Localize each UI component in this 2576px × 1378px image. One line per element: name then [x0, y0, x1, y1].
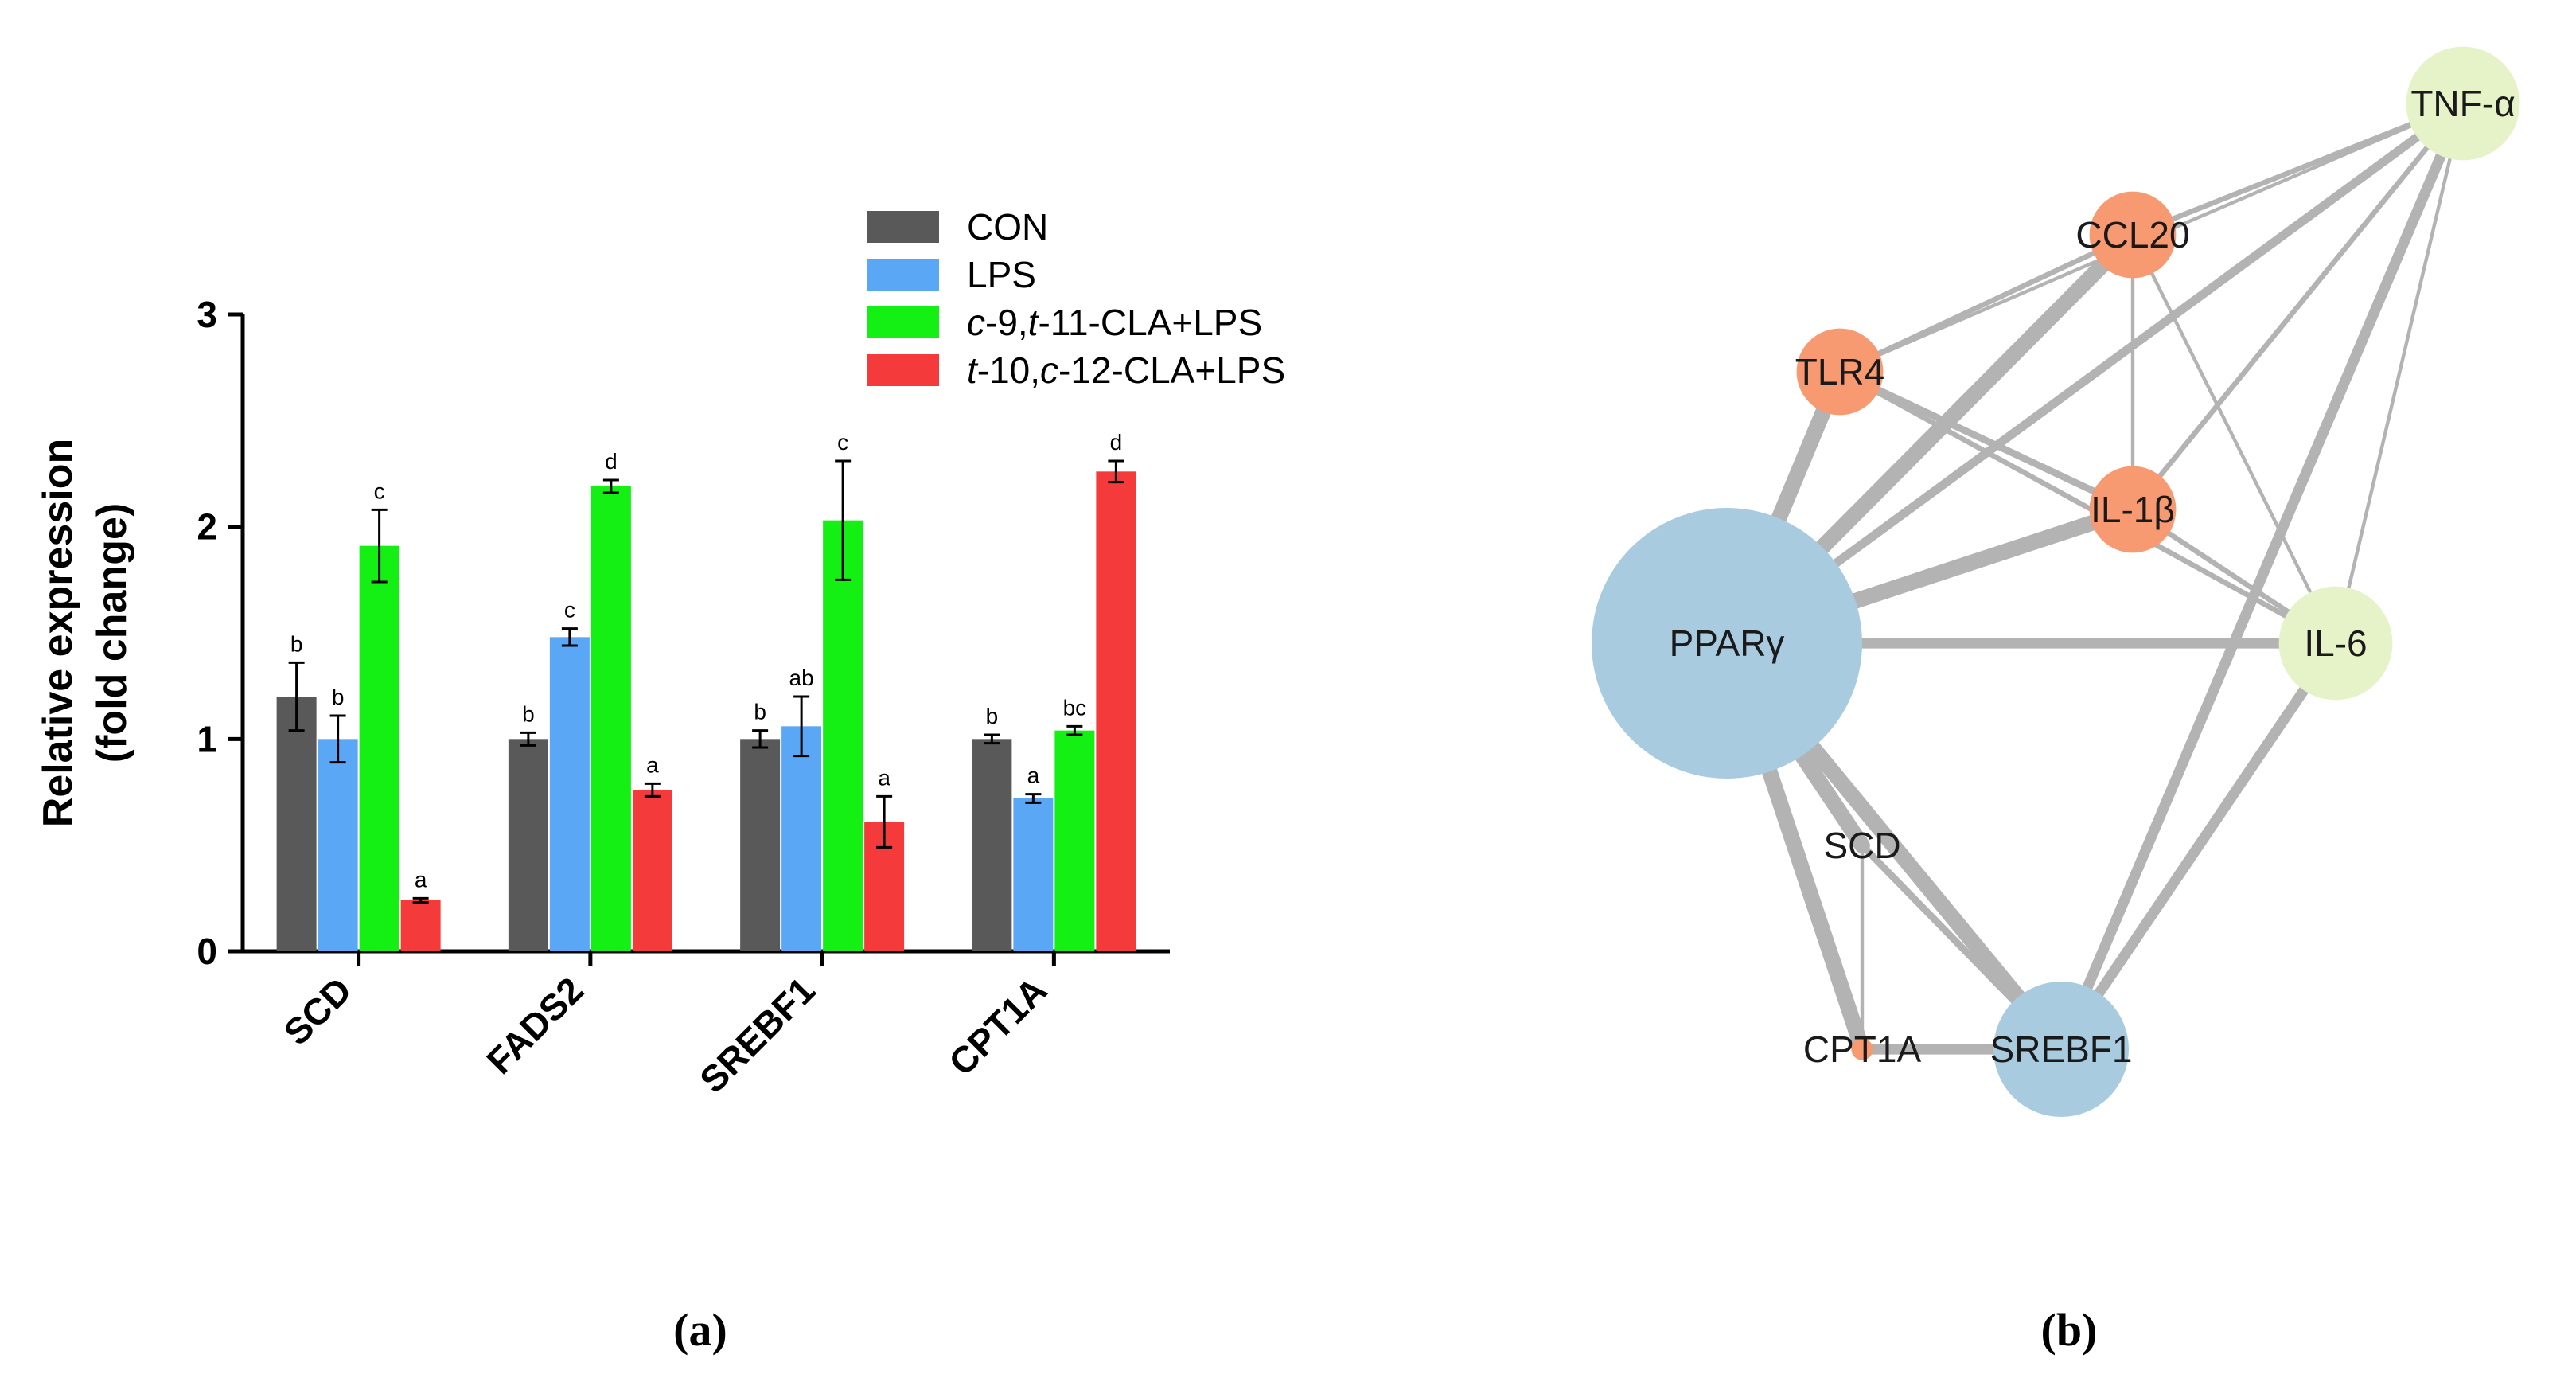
bar-chart-panel: Relative expression (fold change) 0 1 2 3SC…: [35, 206, 1285, 1356]
edge-ppar-tnf: [1722, 99, 2468, 648]
node-ppar: [1592, 508, 1862, 779]
significance-letter-t-10-c-12-cla-lps-scd: a: [415, 867, 427, 892]
edge-srebf1-il-6: [2056, 638, 2341, 1055]
error-bar-c-9-t-11-cla-lps-fads2: [602, 478, 619, 494]
legend-label-con: CON: [967, 206, 1048, 248]
category-label-cpt1a: CPT1A: [941, 969, 1054, 1083]
edge-il-1-tnf: [2130, 100, 2466, 513]
edge-tlr4-ccl20: [1837, 232, 2136, 375]
y-tick-label: 3: [197, 294, 217, 335]
error-bar-con-scd: [288, 661, 305, 732]
panel-label-a: (a): [673, 1304, 727, 1356]
significance-letter-con-scd: b: [290, 631, 303, 656]
legend-label-t-10-c-12-cla-lps: t-10,c-12-CLA+LPS: [967, 349, 1285, 391]
error-bar-c-9-t-11-cla-lps-scd: [371, 508, 388, 584]
bar-lps-fads2: [549, 637, 590, 951]
significance-letter-c-9-t-11-cla-lps-cpt1a: bc: [1063, 695, 1087, 720]
error-bar-c-9-t-11-cla-lps-cpt1a: [1066, 724, 1083, 736]
node-il-1: [2089, 466, 2177, 553]
edge-il-6-tnf: [2333, 101, 2465, 646]
bar-t-10-c-12-cla-lps-fads2: [632, 790, 672, 951]
node-label-srebf1: SREBF1: [1990, 1029, 2133, 1070]
node-tlr4: [1796, 328, 1884, 416]
significance-letter-c-9-t-11-cla-lps-fads2: d: [605, 449, 618, 474]
error-bar-lps-cpt1a: [1025, 793, 1042, 804]
bar-c-9-t-11-cla-lps-srebf1: [823, 520, 863, 951]
significance-letter-lps-scd: b: [332, 685, 345, 709]
error-bar-con-cpt1a: [984, 733, 1000, 745]
category-label-fads2: FADS2: [478, 969, 591, 1082]
bar-t-10-c-12-cla-lps-scd: [400, 900, 441, 951]
node-label-tlr4: TLR4: [1795, 351, 1884, 392]
error-bar-c-9-t-11-cla-lps-srebf1: [835, 459, 852, 581]
edge-ccl20-il-6: [2130, 232, 2338, 646]
bar-con-cpt1a: [972, 739, 1012, 951]
legend-swatch-t-10-c-12-cla-lps: [867, 354, 939, 386]
error-bar-t-10-c-12-cla-lps-srebf1: [876, 794, 893, 849]
bar-con-fads2: [508, 739, 548, 951]
error-bar-t-10-c-12-cla-lps-scd: [412, 896, 429, 904]
significance-letter-lps-srebf1: ab: [789, 666, 814, 690]
bar-con-srebf1: [740, 739, 781, 951]
legend-label-lps: LPS: [967, 254, 1036, 295]
significance-letter-t-10-c-12-cla-lps-fads2: a: [646, 752, 659, 777]
significance-letter-t-10-c-12-cla-lps-cpt1a: d: [1110, 430, 1123, 455]
error-bar-lps-scd: [329, 714, 346, 764]
significance-letter-lps-cpt1a: a: [1027, 763, 1040, 788]
bar-t-10-c-12-cla-lps-cpt1a: [1096, 471, 1136, 951]
error-bar-t-10-c-12-cla-lps-cpt1a: [1108, 459, 1124, 484]
legend: CON LPS c-9,t-11-CLA+LPS t-10,c-12-CLA+LPS: [867, 206, 1285, 391]
node-label-scd: SCD: [1823, 825, 1900, 866]
error-bar-lps-fads2: [561, 627, 578, 647]
legend-swatch-c-9-t-11-cla-lps: [867, 306, 939, 338]
error-bar-con-fads2: [520, 731, 536, 747]
significance-letter-t-10-c-12-cla-lps-srebf1: a: [878, 765, 890, 790]
significance-letter-c-9-t-11-cla-lps-srebf1: c: [837, 430, 848, 455]
category-label-scd: SCD: [275, 969, 359, 1052]
node-tnf: [2406, 46, 2520, 161]
y-axis-title-line1: Relative expression: [35, 439, 81, 827]
node-ccl20: [2089, 191, 2177, 279]
node-label-cpt1a: CPT1A: [1803, 1029, 1922, 1070]
node-label-tnf: TNF-α: [2410, 83, 2515, 124]
y-tick-label: 0: [197, 931, 217, 972]
legend-swatch-lps: [867, 259, 939, 291]
edge-ccl20-tnf: [2130, 100, 2466, 238]
node-label-il-1: IL-1β: [2091, 489, 2175, 530]
node-label-il-6: IL-6: [2304, 623, 2367, 664]
bar-lps-scd: [318, 739, 358, 951]
node-label-ppar: PPARγ: [1670, 623, 1785, 664]
legend-swatch-con: [867, 211, 939, 243]
y-tick-label: 2: [197, 506, 217, 548]
significance-letter-c-9-t-11-cla-lps-scd: c: [374, 478, 385, 503]
bar-con-scd: [276, 697, 317, 951]
edge-srebf1-tnf: [2056, 98, 2469, 1055]
error-bar-t-10-c-12-cla-lps-fads2: [644, 782, 661, 798]
node-label-ccl20: CCL20: [2075, 214, 2189, 256]
bar-lps-cpt1a: [1013, 798, 1054, 951]
bar-c-9-t-11-cla-lps-fads2: [590, 486, 631, 951]
bar-lps-srebf1: [781, 726, 822, 951]
error-bar-lps-srebf1: [793, 695, 810, 758]
significance-letter-con-srebf1: b: [754, 700, 766, 724]
bar-c-9-t-11-cla-lps-scd: [359, 545, 399, 951]
error-bar-con-srebf1: [752, 729, 769, 749]
node-srebf1: [1993, 982, 2129, 1117]
significance-letter-con-cpt1a: b: [986, 704, 999, 728]
node-il-6: [2278, 586, 2393, 701]
edge-tlr4-il-1: [1836, 368, 2137, 513]
node-cpt1a: [1851, 1038, 1873, 1060]
significance-letter-lps-fads2: c: [564, 598, 575, 623]
bar-c-9-t-11-cla-lps-cpt1a: [1054, 730, 1095, 951]
y-axis-title-line2: (fold change): [89, 503, 135, 763]
panel-label-b: (b): [2041, 1304, 2098, 1356]
legend-label-c-9-t-11-cla-lps: c-9,t-11-CLA+LPS: [967, 302, 1262, 343]
y-tick-label: 1: [197, 718, 217, 759]
category-label-srebf1: SREBF1: [692, 969, 823, 1100]
significance-letter-con-fads2: b: [522, 701, 535, 726]
